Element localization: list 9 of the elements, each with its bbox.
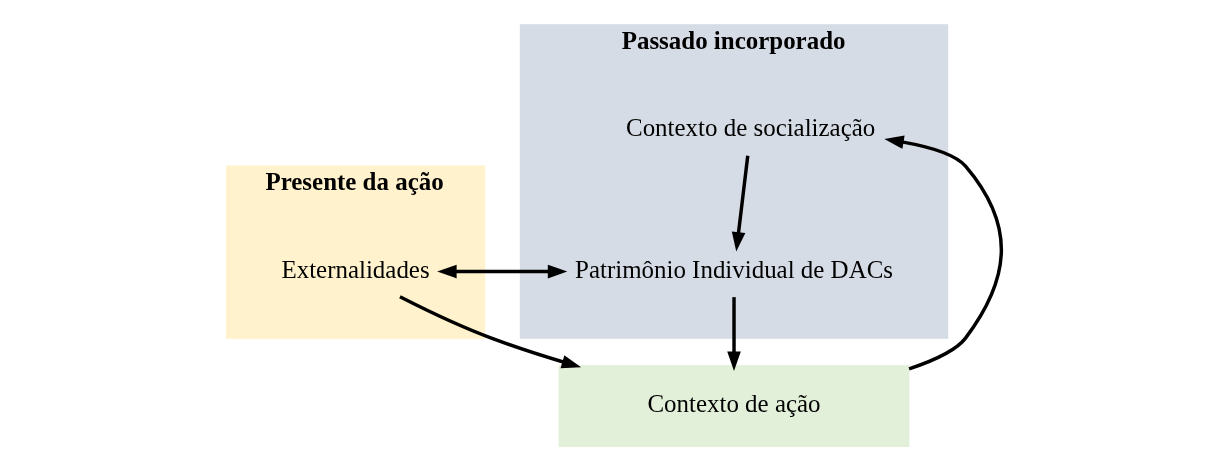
- node-box: Contexto de ação: [558, 365, 909, 447]
- node-text: Externalidades: [280, 255, 430, 283]
- node-text: Contexto de socialização: [625, 114, 875, 142]
- arrow: [731, 155, 749, 252]
- node-text: Patrimônio Individual de DACs: [574, 255, 893, 283]
- arrow: [883, 135, 1003, 371]
- arrow: [436, 264, 567, 279]
- arrow: [726, 297, 741, 371]
- arrow: [398, 295, 581, 369]
